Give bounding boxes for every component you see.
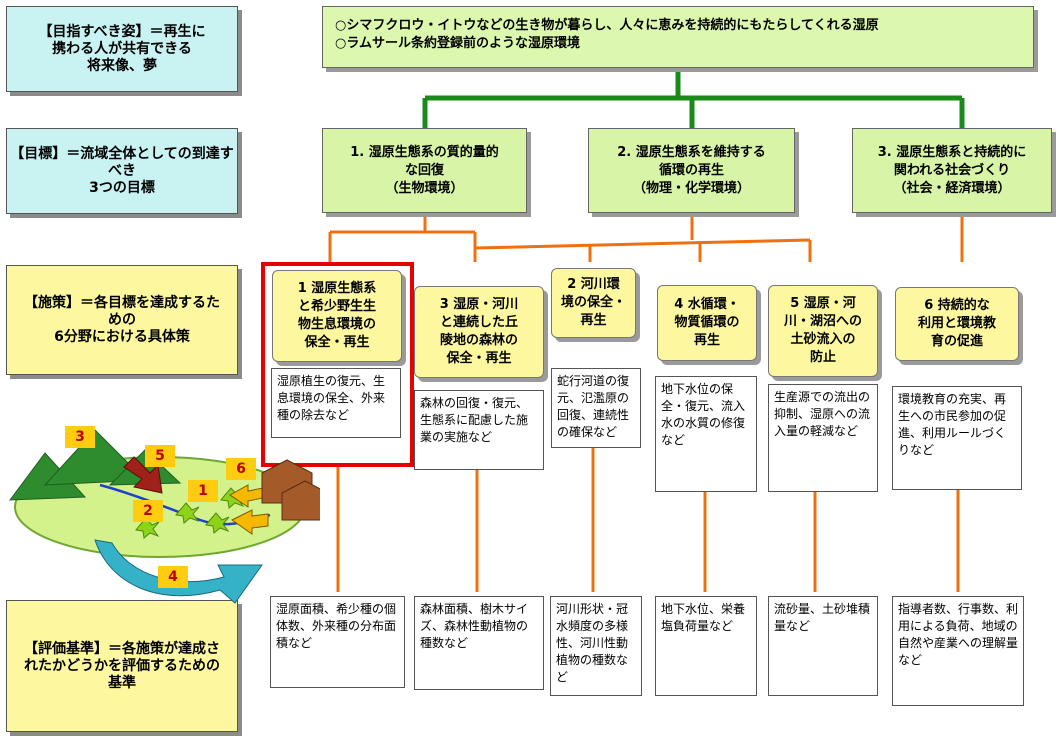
goal-1-box: 1. 湿原生態系の質的量的 な回復 （生物環境） (322, 128, 527, 213)
measure-1-highlight (261, 262, 414, 467)
goal2-bar-line (474, 238, 811, 250)
measure-4-box: 4 水循環・ 物質循環の 再生 (657, 285, 757, 361)
plant-2 (205, 512, 230, 534)
house-2 (281, 480, 320, 521)
measure-6-desc: 環境教育の充実、再生への市民参加の促進、利用ルールづくりなど (892, 386, 1022, 490)
measure-5-box: 5 湿原・河 川・湖沼への 土砂流入の 防止 (768, 285, 878, 377)
criteria-5-box: 流砂量、土砂堆積量など (768, 596, 878, 696)
criteria-3-box: 森林面積、樹木サイズ、森林性動植物の種数など (414, 596, 544, 690)
illustration-number-4: 4 (158, 566, 188, 588)
measure-3-desc: 森林の回復・復元、生態系に配慮した施業の実施など (414, 390, 544, 470)
criteria-2-box: 河川形状・冠水頻度の多様性、河川性動植物の種数など (550, 596, 642, 696)
measure-3-box: 3 湿原・河川 と連続した丘 陵地の森林の 保全・再生 (414, 286, 544, 378)
goal-level-label: 【目標】＝流域全体としての到達すべき 3つの目標 (6, 128, 238, 214)
illustration-number-2: 2 (133, 500, 163, 522)
measure-5-desc: 生産源での流出の抑制、湿原への流入量の軽減など (768, 384, 878, 492)
measure-1-desc: 湿原植生の復元、生息環境の保全、外来種の除去など (271, 368, 401, 438)
measure-4-desc: 地下水位の保全・復元、流入水の水質の修復など (655, 376, 757, 492)
illustration-number-5: 5 (145, 445, 175, 467)
vision-box: ○シマフクロウ・イトウなどの生き物が暮らし、人々に恵みを持続的にもたらしてくれる… (322, 6, 1034, 68)
flow-arrow-lower (231, 509, 269, 535)
measure-6-box: 6 持続的な 利用と環境教 育の促進 (895, 287, 1019, 361)
measure-1-box: 1 湿原生態系 と希少野生生 物生息環境の 保全・再生 (272, 270, 402, 362)
vision-level-label: 【目指すべき姿】＝再生に 携わる人が共有できる 将来像、夢 (6, 6, 238, 92)
goal-3-box: 3. 湿原生態系と持続的に 関われる社会づくり （社会・経済環境） (852, 128, 1052, 213)
sediment-arrow (123, 456, 163, 494)
hill-2 (43, 429, 147, 486)
illustration-number-1: 1 (188, 480, 218, 502)
measure-2-desc: 蛇行河道の復元、氾濫原の回復、連続性の確保など (551, 368, 641, 448)
plant-1 (175, 502, 200, 524)
circulation-arrow (94, 539, 263, 604)
illustration-number-3: 3 (65, 426, 95, 448)
criteria-6-box: 指導者数、行事数、利用による負荷、地域の自然や産業への理解量など (892, 596, 1024, 706)
criteria-level-label: 【評価基準】＝各施策が達成されたかどうかを評価するための基準 (6, 600, 238, 732)
plant-3 (135, 517, 160, 539)
criteria-4-box: 地下水位、栄養塩負荷量など (655, 596, 757, 696)
measure-level-label: 【施策】＝各目標を達成するための 6分野における具体策 (6, 265, 238, 375)
goal-2-box: 2. 湿原生態系を維持する 循環の再生 （物理・化学環境） (588, 128, 795, 213)
criteria-1-box: 湿原面積、希少種の個体数、外来種の分布面積など (270, 596, 405, 688)
measure-2-box: 2 河川環 境の保全・ 再生 (551, 268, 636, 338)
illustration-number-6: 6 (226, 458, 256, 480)
